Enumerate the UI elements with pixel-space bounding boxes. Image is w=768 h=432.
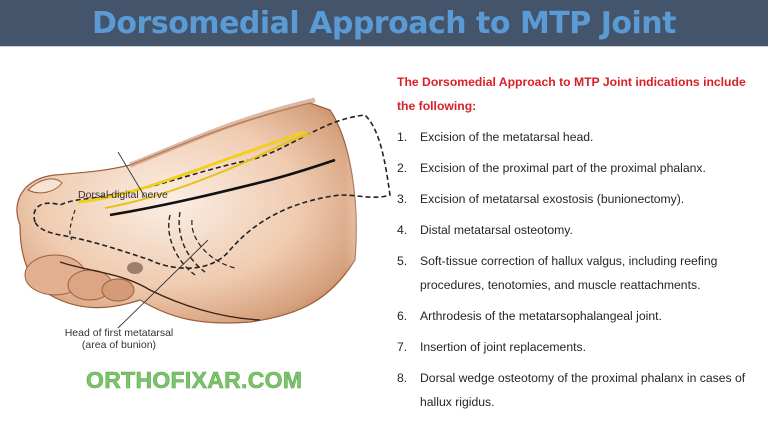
list-item: 4. Distal metatarsal osteotomy.: [397, 218, 757, 242]
page-title: Dorsomedial Approach to MTP Joint: [92, 5, 676, 41]
list-number: 2.: [397, 161, 408, 175]
list-item: 3. Excision of metatarsal exostosis (buni…: [397, 187, 757, 211]
label-head-line2: (area of bunion): [81, 339, 157, 351]
site-watermark: ORTHOFIXAR.COM: [86, 367, 303, 394]
list-text: Dorsal wedge osteotomy of the proximal p…: [420, 371, 746, 409]
list-text: Excision of the proximal part of the pro…: [420, 161, 706, 175]
list-number: 4.: [397, 223, 408, 237]
list-text: Excision of the metatarsal head.: [420, 130, 594, 144]
list-number: 3.: [397, 192, 408, 206]
indications-intro: The Dorsomedial Approach to MTP Joint in…: [397, 75, 746, 113]
label-dorsal-digital-nerve: Dorsal digital nerve: [78, 189, 168, 201]
list-text: Excision of metatarsal exostosis (bunion…: [420, 192, 685, 206]
slide-header: Dorsomedial Approach to MTP Joint: [0, 0, 768, 47]
label-head-line1: Head of first metatarsal: [64, 327, 174, 339]
list-text: Distal metatarsal osteotomy.: [420, 223, 573, 237]
list-number: 6.: [397, 309, 408, 323]
list-item: 1. Excision of the metatarsal head.: [397, 125, 757, 149]
list-number: 7.: [397, 340, 408, 354]
list-text: Insertion of joint replacements.: [420, 340, 586, 354]
list-number: 8.: [397, 371, 408, 385]
list-number: 5.: [397, 254, 408, 268]
indications-panel: The Dorsomedial Approach to MTP Joint in…: [397, 70, 757, 421]
list-number: 1.: [397, 130, 408, 144]
indications-list: 1. Excision of the metatarsal head. 2. Exc…: [397, 125, 757, 414]
list-item: 7. Insertion of joint replacements.: [397, 335, 757, 359]
list-item: 6. Arthrodesis of the metatarsophalangeal…: [397, 304, 757, 328]
list-item: 8. Dorsal wedge osteotomy of the proximal…: [397, 366, 757, 414]
list-item: 2. Excision of the proximal part of the p…: [397, 156, 757, 180]
list-item: 5. Soft-tissue correction of hallux valgu…: [397, 249, 757, 297]
foot-drawing: [16, 48, 392, 368]
foot-illustration: Dorsal digital nerve: [0, 48, 392, 368]
list-text: Soft-tissue correction of hallux valgus,…: [420, 254, 718, 292]
list-text: Arthrodesis of the metatarsophalangeal j…: [420, 309, 662, 323]
label-head-of-first-metatarsal: Head of first metatarsal (area of bunion…: [44, 327, 194, 351]
